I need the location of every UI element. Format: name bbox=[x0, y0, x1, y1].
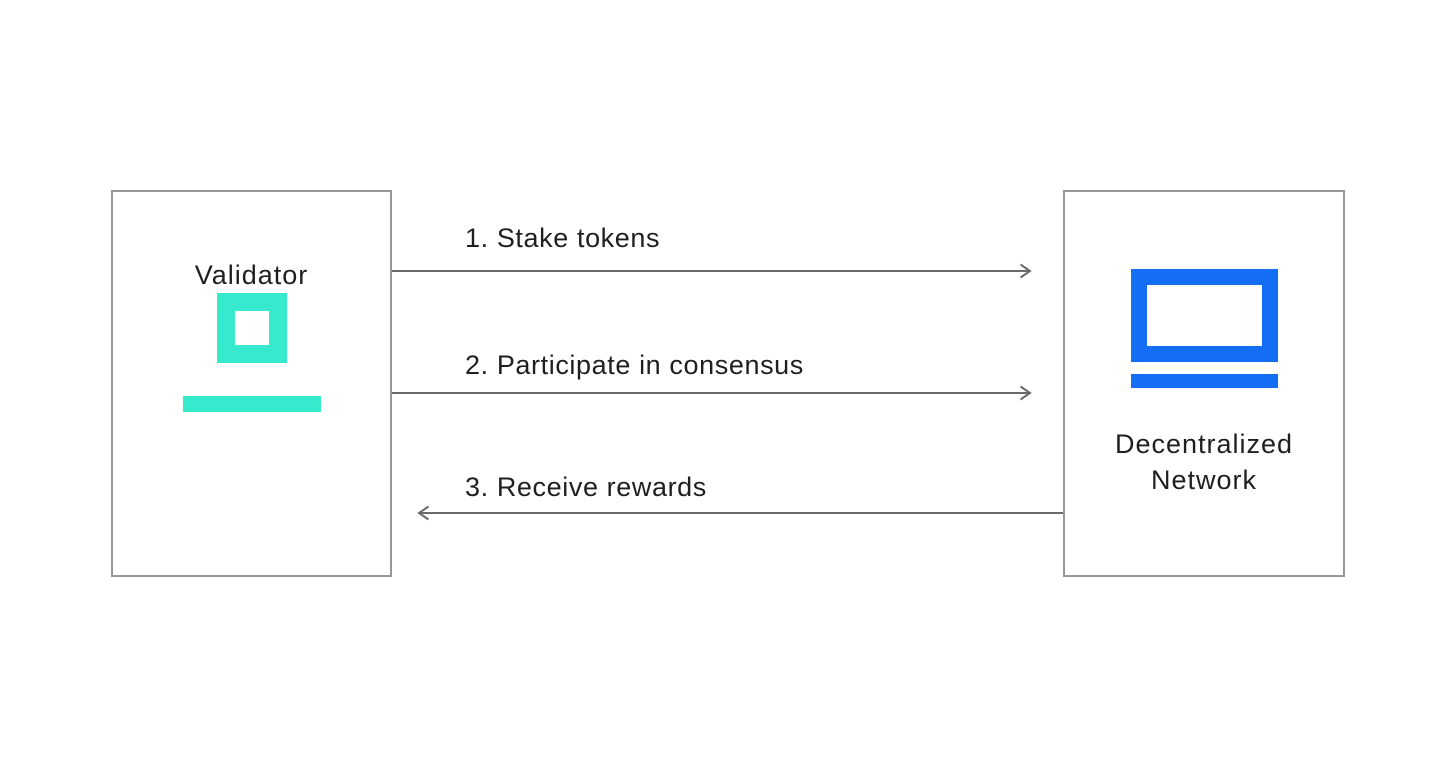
arrow-left-receive-rewards bbox=[417, 505, 1064, 521]
arrow-right-participate-consensus bbox=[392, 385, 1032, 401]
arrow-head-left-icon bbox=[417, 505, 430, 521]
validator-node: Validator bbox=[111, 190, 392, 577]
network-node: Decentralized Network bbox=[1063, 190, 1345, 577]
arrow-right-stake-tokens bbox=[392, 263, 1032, 279]
monitor-icon bbox=[1131, 269, 1278, 388]
server-block-icon-base bbox=[183, 396, 321, 412]
monitor-icon-base bbox=[1131, 374, 1278, 388]
arrow-head-right-icon bbox=[1019, 385, 1032, 401]
server-block-icon-square bbox=[217, 293, 287, 363]
network-label: Decentralized Network bbox=[1065, 426, 1343, 498]
validator-label: Validator bbox=[194, 260, 309, 290]
flow-label-receive-rewards: 3. Receive rewards bbox=[465, 472, 707, 502]
server-block-icon bbox=[183, 293, 321, 412]
flow-label-stake-tokens: 1. Stake tokens bbox=[465, 223, 661, 253]
arrow-head-right-icon bbox=[1019, 263, 1032, 279]
monitor-icon-screen bbox=[1131, 269, 1278, 362]
network-label-text: Decentralized Network bbox=[1114, 429, 1294, 495]
flow-label-participate-consensus: 2. Participate in consensus bbox=[465, 350, 804, 380]
